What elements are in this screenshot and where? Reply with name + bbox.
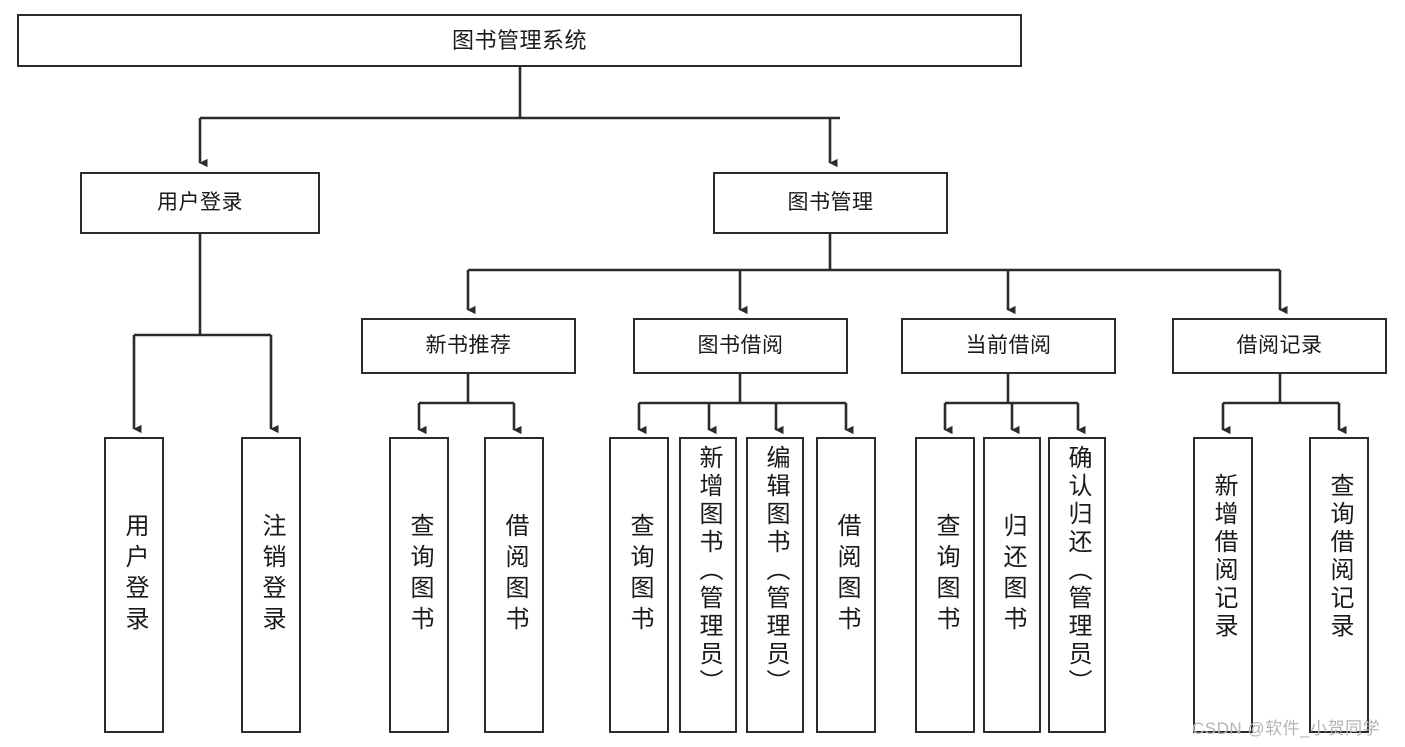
node-label: 新增借阅记录 [1210, 473, 1237, 641]
node-label: 图书借阅 [697, 333, 784, 357]
node-book-borrow[interactable]: 图书借阅 [633, 318, 848, 374]
node-label: 用户登录 [157, 190, 243, 214]
leaf-borrow-book[interactable]: 借阅图书 [816, 437, 876, 733]
leaf-query-book-recommend[interactable]: 查询图书 [389, 437, 449, 733]
node-label: 确认归还（管理员） [1064, 445, 1091, 697]
node-label: 查询图书 [932, 513, 959, 637]
leaf-return-book[interactable]: 归还图书 [983, 437, 1041, 733]
leaf-user-login[interactable]: 用户登录 [104, 437, 164, 733]
leaf-query-borrow-record[interactable]: 查询借阅记录 [1309, 437, 1369, 733]
leaf-logout[interactable]: 注销登录 [241, 437, 301, 733]
leaf-edit-book-admin[interactable]: 编辑图书（管理员） [746, 437, 804, 733]
leaf-query-book-current[interactable]: 查询图书 [915, 437, 975, 733]
node-label: 用户登录 [121, 513, 148, 637]
leaf-query-book-borrow[interactable]: 查询图书 [609, 437, 669, 733]
node-label: 编辑图书（管理员） [762, 445, 789, 697]
node-label: 注销登录 [258, 513, 285, 637]
leaf-borrow-book-recommend[interactable]: 借阅图书 [484, 437, 544, 733]
leaf-add-borrow-record[interactable]: 新增借阅记录 [1193, 437, 1253, 733]
node-new-book-recommend[interactable]: 新书推荐 [361, 318, 576, 374]
node-label: 借阅图书 [501, 513, 528, 637]
leaf-confirm-return-admin[interactable]: 确认归还（管理员） [1048, 437, 1106, 733]
node-label: 当前借阅 [965, 333, 1052, 357]
watermark-text: CSDN @软件_小贺同学 [1192, 719, 1381, 738]
node-label: 新增图书（管理员） [695, 445, 722, 697]
leaf-add-book-admin[interactable]: 新增图书（管理员） [679, 437, 737, 733]
node-user-login[interactable]: 用户登录 [80, 172, 320, 234]
node-label: 新书推荐 [425, 333, 512, 357]
node-label: 查询图书 [406, 513, 433, 637]
node-label: 图书管理系统 [451, 27, 587, 53]
node-borrow-record[interactable]: 借阅记录 [1172, 318, 1387, 374]
node-book-management[interactable]: 图书管理 [713, 172, 948, 234]
node-label: 图书管理 [787, 190, 874, 214]
node-root-book-management-system[interactable]: 图书管理系统 [17, 14, 1022, 67]
node-label: 借阅记录 [1236, 333, 1323, 357]
node-label: 查询借阅记录 [1326, 473, 1353, 641]
node-label: 查询图书 [626, 513, 653, 637]
node-label: 借阅图书 [833, 513, 860, 637]
node-label: 归还图书 [999, 513, 1026, 637]
node-current-borrow[interactable]: 当前借阅 [901, 318, 1116, 374]
